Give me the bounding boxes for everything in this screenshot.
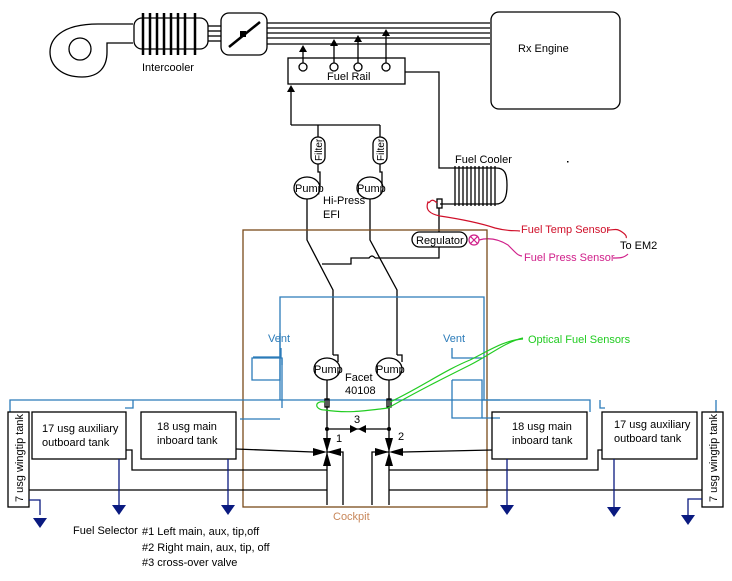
left-tanks: 7 usg wingtip tank 17 usg auxiliary outb… (7, 411, 327, 528)
cockpit-label: Cockpit (333, 511, 370, 523)
engine-label: Rx Engine (518, 43, 569, 55)
left-main-label-2: inboard tank (157, 435, 218, 447)
right-aux-label-1: 17 usg auxiliary (614, 419, 691, 431)
hp-pump-2-label: Pump (357, 183, 386, 195)
left-wingtip-label: 7 usg wingtip tank (14, 413, 26, 502)
legend-item: #1 Left main, aux, tip,off (142, 526, 260, 538)
vent-left-label: Vent (268, 333, 290, 345)
drain-icon (33, 518, 47, 528)
facet-pump-1-label: Pump (314, 364, 343, 376)
right-aux-label-2: outboard tank (614, 433, 682, 445)
cockpit: Cockpit (242, 229, 488, 523)
vent-lines: Vent Vent (9, 296, 717, 420)
right-main-label-1: 18 usg main (512, 421, 572, 433)
facet-pump-2-label: Pump (376, 364, 405, 376)
regulator-label: Regulator (416, 235, 464, 247)
right-tanks: 18 usg main inboard tank 17 usg auxiliar… (389, 411, 724, 525)
legend: Fuel Selector #1 Left main, aux, tip,off… (73, 525, 271, 569)
filter-1-label: Filter (314, 138, 325, 161)
crossover-valve-icon (350, 425, 366, 433)
right-main-label-2: inboard tank (512, 435, 573, 447)
valve-1-label: 1 (336, 433, 342, 445)
legend-item: #3 cross-over valve (142, 557, 237, 569)
fuel-cooler: Fuel Cooler (436, 154, 512, 232)
hp-pump-1-label: Pump (295, 183, 324, 195)
drain-icon (607, 507, 621, 517)
left-main-label-1: 18 usg main (157, 421, 217, 433)
filter-2-label: Filter (376, 138, 387, 161)
right-wingtip-label: 7 usg wingtip tank (708, 413, 720, 502)
optical-fuel-sensors-label: Optical Fuel Sensors (528, 334, 631, 346)
regulator: Regulator (322, 231, 480, 265)
drain-icon (681, 515, 695, 525)
efi-label: EFI (323, 209, 340, 221)
drain-icon (112, 505, 126, 515)
selector-valve-1-icon (313, 438, 341, 466)
intake-runners (267, 22, 490, 45)
left-aux-label-2: outboard tank (42, 437, 110, 449)
selector-valves: 3 1 2 (313, 414, 404, 505)
drain-icon (221, 505, 235, 515)
legend-title: Fuel Selector (73, 525, 138, 537)
drain-icon (500, 505, 514, 515)
valve-3-label: 3 (354, 414, 360, 426)
facet-model-label: 40108 (345, 385, 376, 397)
legend-item: #2 Right main, aux, tip, off (142, 542, 271, 554)
intercooler: Intercooler (133, 13, 221, 74)
facet-label: Facet (345, 372, 373, 384)
fuel-press-sensor-label: Fuel Press Sensor (524, 252, 615, 264)
sensor-wiring: Fuel Temp Sensor Fuel Press Sensor To EM… (426, 161, 657, 264)
fuel-cooler-label: Fuel Cooler (455, 154, 512, 166)
fuel-temp-sensor-label: Fuel Temp Sensor (521, 224, 610, 236)
left-aux-label-1: 17 usg auxiliary (42, 423, 119, 435)
intercooler-label: Intercooler (142, 62, 194, 74)
valve-2-label: 2 (398, 431, 404, 443)
rx-engine: Rx Engine (490, 11, 621, 110)
vent-right-label: Vent (443, 333, 465, 345)
fuel-rail-label: Fuel Rail (327, 71, 370, 83)
fuel-rail: Fuel Rail (287, 29, 455, 169)
press-sensor-icon (468, 234, 480, 246)
throttle-body (220, 12, 268, 56)
to-em2-label: To EM2 (620, 240, 657, 252)
hi-press-label: Hi-Press (323, 195, 366, 207)
turbo-compressor (49, 23, 133, 78)
optical-sensor-wiring: Optical Fuel Sensors (316, 334, 631, 413)
hi-press-pumps: Filter Filter Pump Pump Hi-Press EFI (291, 124, 398, 355)
